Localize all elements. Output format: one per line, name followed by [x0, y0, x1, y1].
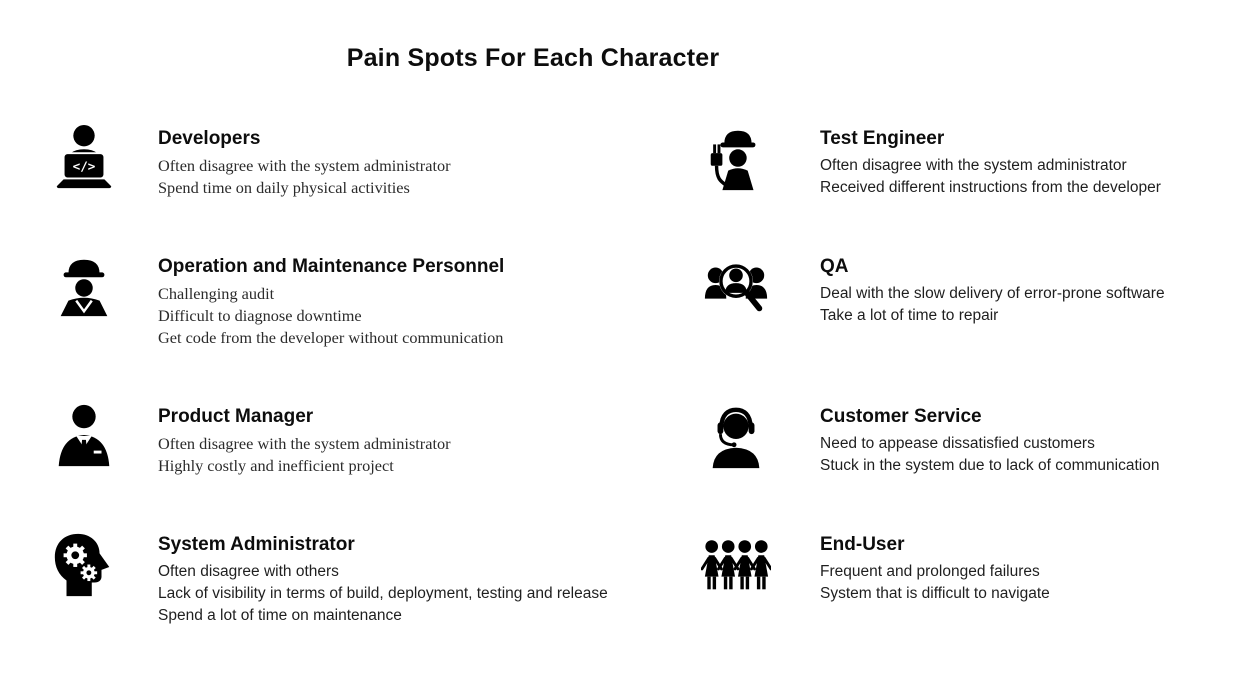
- end-user-group-icon: [700, 530, 772, 600]
- card-title-system-administrator: System Administrator: [158, 534, 355, 555]
- svg-text:</>: </>: [73, 159, 96, 174]
- card-system-administrator: System Administrator Often disagree with…: [48, 530, 700, 627]
- card-title-developers: Developers: [158, 128, 261, 149]
- pain-point: Take a lot of time to repair: [820, 307, 999, 324]
- card-developers: </> Developers Often disagree with the s…: [48, 124, 700, 199]
- pain-point: Difficult to diagnose downtime: [158, 306, 362, 325]
- pain-point-list: Deal with the slow delivery of error-pro…: [820, 283, 1165, 327]
- card-product-manager: Product Manager Often disagree with the …: [48, 402, 700, 477]
- pain-point: Often disagree with the system administr…: [820, 157, 1127, 174]
- card-end-user: End-User Frequent and prolonged failures…: [700, 530, 1165, 627]
- card-title-test-engineer: Test Engineer: [820, 128, 945, 149]
- pain-point: Stuck in the system due to lack of commu…: [820, 457, 1160, 474]
- pain-point: System that is difficult to navigate: [820, 585, 1050, 602]
- pain-point: Often disagree with the system administr…: [158, 156, 451, 175]
- pain-point-list: Often disagree with the system administr…: [158, 433, 451, 477]
- maintenance-worker-icon: [48, 252, 120, 322]
- character-grid: </> Developers Often disagree with the s…: [48, 124, 1165, 627]
- card-title-qa: QA: [820, 256, 849, 277]
- pain-point: Spend time on daily physical activities: [158, 178, 410, 197]
- pain-point: Received different instructions from the…: [820, 179, 1161, 196]
- card-title-operation-maintenance: Operation and Maintenance Personnel: [158, 256, 505, 277]
- pain-point-list: Often disagree with the system administr…: [820, 155, 1161, 199]
- card-customer-service: Customer Service Need to appease dissati…: [700, 402, 1165, 477]
- pain-point: Highly costly and inefficient project: [158, 456, 394, 475]
- pain-point-list: Often disagree with others Lack of visib…: [158, 561, 608, 627]
- pain-point: Get code from the developer without comm…: [158, 328, 504, 347]
- system-administrator-gears-icon: [48, 530, 120, 600]
- page-title: Pain Spots For Each Character: [346, 44, 720, 72]
- card-qa: QA Deal with the slow delivery of error-…: [700, 252, 1165, 349]
- qa-magnifier-people-icon: [700, 252, 772, 322]
- pain-point: Often disagree with the system administr…: [158, 434, 451, 453]
- pain-point-list: Need to appease dissatisfied customers S…: [820, 433, 1159, 477]
- card-test-engineer: Test Engineer Often disagree with the sy…: [700, 124, 1165, 199]
- pain-point: Need to appease dissatisfied customers: [820, 435, 1095, 452]
- pain-point: Lack of visibility in terms of build, de…: [158, 585, 608, 602]
- pain-point: Challenging audit: [158, 284, 275, 303]
- card-title-product-manager: Product Manager: [158, 406, 314, 427]
- pain-point-list: Frequent and prolonged failures System t…: [820, 561, 1050, 605]
- pain-point: Spend a lot of time on maintenance: [158, 607, 402, 624]
- pain-point: Frequent and prolonged failures: [820, 563, 1040, 580]
- pain-point-list: Often disagree with the system administr…: [158, 155, 451, 199]
- pain-point-list: Challenging audit Difficult to diagnose …: [158, 283, 504, 349]
- card-title-end-user: End-User: [820, 534, 905, 555]
- test-engineer-plug-icon: [700, 124, 772, 194]
- customer-service-headset-icon: [700, 402, 772, 472]
- pain-point: Deal with the slow delivery of error-pro…: [820, 285, 1165, 302]
- product-manager-icon: [48, 402, 120, 472]
- card-operation-maintenance: Operation and Maintenance Personnel Chal…: [48, 252, 700, 349]
- developer-laptop-icon: </>: [48, 124, 120, 194]
- card-title-customer-service: Customer Service: [820, 406, 982, 427]
- pain-point: Often disagree with others: [158, 563, 339, 580]
